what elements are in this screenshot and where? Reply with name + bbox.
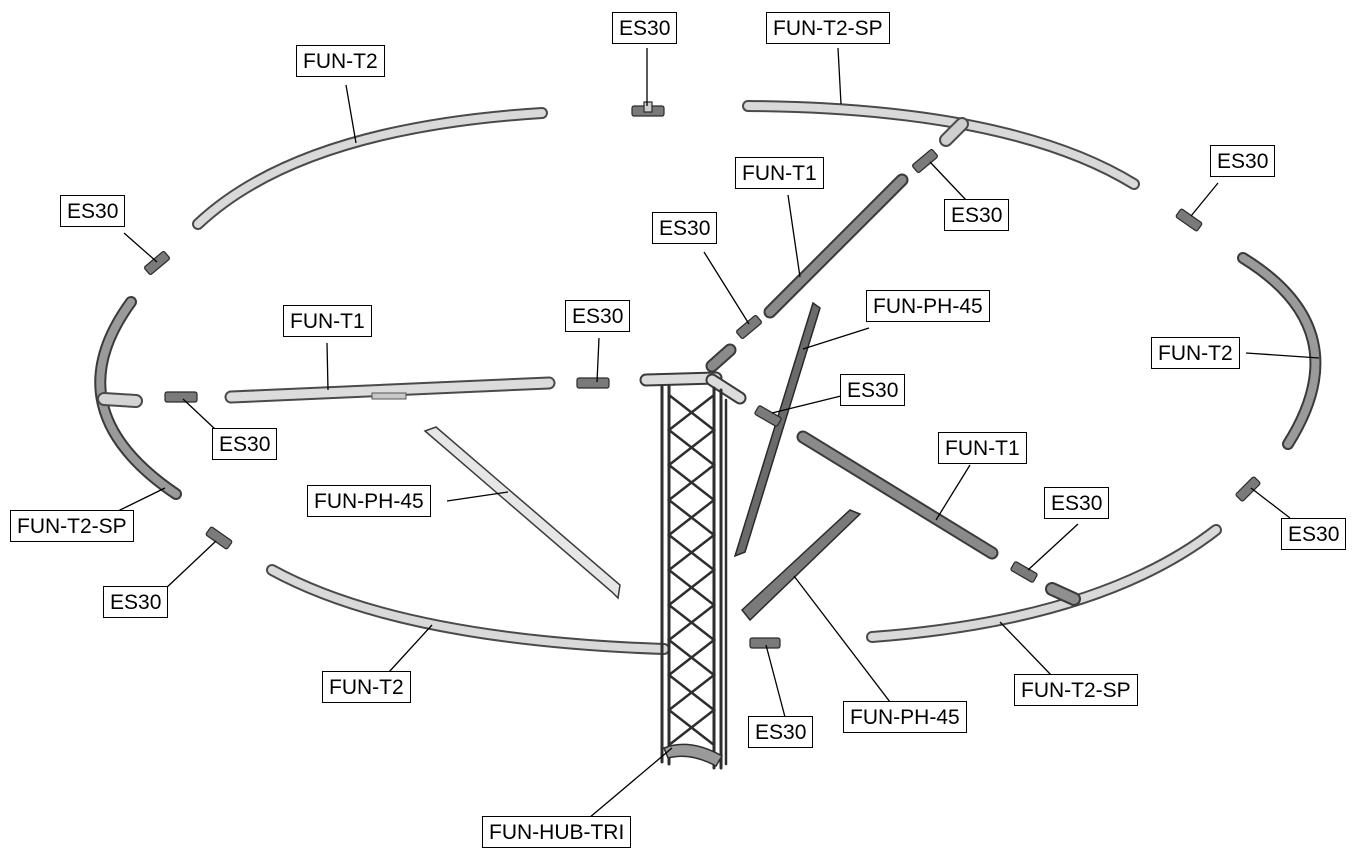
- label-fun-t2-top-left: FUN-T2: [296, 45, 385, 77]
- label-es30-mid: ES30: [840, 374, 906, 406]
- label-fun-ph-45-upper: FUN-PH-45: [866, 290, 990, 322]
- label-es30-bottom-center: ES30: [748, 716, 814, 748]
- pipe-fun-t2-sp-bottom-right: [866, 524, 1222, 643]
- label-fun-ph-45-bottom: FUN-PH-45: [843, 701, 967, 733]
- label-es30-left-lower: ES30: [212, 428, 278, 460]
- straight-pipes: [224, 173, 999, 560]
- plate-fun-ph-45-upper: [733, 301, 821, 558]
- label-fun-t2-sp-bottom-right: FUN-T2-SP: [1014, 674, 1138, 706]
- label-fun-hub-tri: FUN-HUB-TRI: [482, 816, 632, 848]
- label-es30-top: ES30: [612, 12, 678, 44]
- plates-fun-ph-45: [423, 301, 862, 622]
- label-es30-mid-left: ES30: [565, 300, 631, 332]
- arc-pipes: [94, 100, 1322, 655]
- label-fun-t1-upper: FUN-T1: [735, 157, 824, 189]
- label-fun-ph-45-left: FUN-PH-45: [307, 485, 431, 517]
- label-es30-upper-mid: ES30: [944, 199, 1010, 231]
- es30-connectors: [144, 101, 1261, 649]
- label-fun-t2-sp-left: FUN-T2-SP: [10, 510, 134, 542]
- label-es30-bottom-left: ES30: [103, 586, 169, 618]
- pipe-fun-t2-top-left: [192, 107, 548, 230]
- label-es30-right-top: ES30: [1210, 145, 1276, 177]
- label-fun-t2-sp-top: FUN-T2-SP: [766, 12, 890, 44]
- label-es30-right-mid: ES30: [1044, 487, 1110, 519]
- label-fun-t2-bottom-left: FUN-T2: [322, 671, 411, 703]
- leader-lines: [115, 47, 1320, 819]
- plate-fun-ph-45-bottom: [740, 509, 862, 622]
- label-es30-far-right: ES30: [1281, 518, 1347, 550]
- label-fun-t1-left: FUN-T1: [283, 305, 372, 337]
- truss-hub-fun-hub-tri: [639, 343, 747, 770]
- label-fun-t2-right: FUN-T2: [1151, 337, 1240, 369]
- plate-fun-ph-45-left: [423, 426, 621, 600]
- label-fun-t1-right: FUN-T1: [938, 432, 1027, 464]
- label-es30-left: ES30: [60, 195, 126, 227]
- label-es30-center-upper: ES30: [652, 212, 718, 244]
